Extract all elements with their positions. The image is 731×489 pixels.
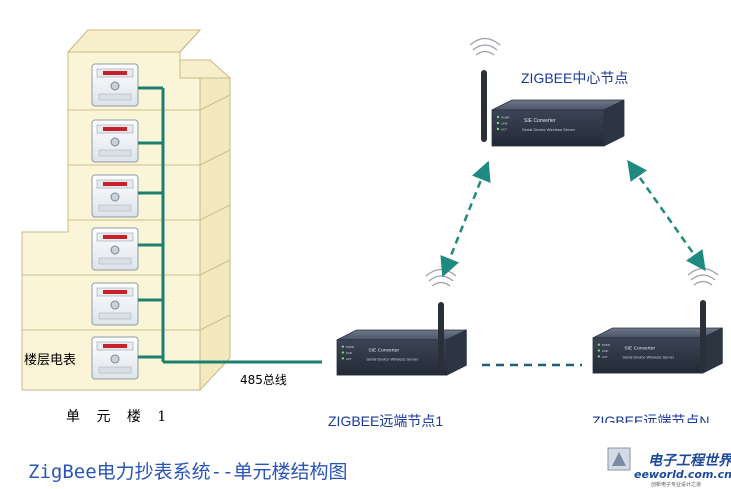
- electric-meter-icon: [91, 174, 139, 218]
- indicator-led-icon: [496, 115, 500, 119]
- bus-label: 485总线: [240, 373, 287, 387]
- meter-column: [91, 63, 139, 380]
- building: [21, 29, 232, 392]
- center-node-label: ZIGBEE中心节点: [521, 70, 629, 86]
- indicator-label: LINK: [346, 351, 353, 355]
- device-subtitle-text: Serial Device Wireless Server: [366, 356, 418, 361]
- indicator-led-icon: [597, 343, 601, 346]
- building-name: 单 元 楼 1: [66, 409, 173, 425]
- indicator-led-icon: [341, 351, 345, 354]
- indicator-led-icon: [597, 349, 601, 352]
- remote-node-1-label: ZIGBEE远端节点1: [328, 413, 444, 429]
- signal-wave-icon: [425, 37, 719, 287]
- remote-node-n-label: ZIGBEE远端节点N: [592, 413, 710, 423]
- indicator-label: ACT: [501, 128, 507, 132]
- logo-text-en: eeworld.com.cn: [634, 468, 731, 481]
- link-center-remoteN: [627, 159, 706, 272]
- indicator-label: PLWR: [346, 345, 354, 349]
- wireless-links: [440, 159, 706, 367]
- logo-text-cn: 电子工程世界: [648, 453, 731, 469]
- bus-wiring: [138, 86, 322, 364]
- electric-meter-icon: [91, 63, 139, 107]
- floor-meter-label: 楼层电表: [24, 353, 77, 368]
- electric-meter-icon: [91, 227, 139, 271]
- device-brand-text: SIE Converter: [524, 118, 556, 124]
- device-brand-text: SIE Converter: [368, 348, 399, 354]
- device-brand-text: SIE Converter: [624, 346, 655, 352]
- link-center-remote1: [440, 160, 491, 278]
- device-subtitle-text: Serial Device Wireless Server: [622, 354, 674, 359]
- indicator-led-icon: [496, 127, 500, 131]
- logo-subtext: 创新电子专业设计之道: [651, 482, 702, 488]
- electric-meter-icon: [91, 336, 139, 380]
- indicator-led-icon: [341, 345, 345, 348]
- indicator-label: LINK: [501, 122, 508, 126]
- electric-meter-icon: [91, 282, 139, 326]
- indicator-label: LINK: [602, 349, 609, 353]
- indicator-label: ACT: [346, 357, 352, 361]
- building-front-face: [21, 51, 201, 391]
- indicator-led-icon: [496, 121, 500, 125]
- diagram-title: ZigBee电力抄表系统--单元楼结构图: [28, 461, 348, 483]
- indicator-led-icon: [597, 355, 601, 358]
- eeworld-logo-icon: [607, 447, 631, 471]
- antenna-center: [481, 70, 487, 142]
- indicator-led-icon: [341, 357, 345, 360]
- antenna-remote1: [438, 302, 444, 374]
- device-subtitle-text: Serial Device Wireless Server: [522, 127, 576, 132]
- indicator-label: PLWR: [602, 343, 610, 347]
- antenna-remoteN: [700, 300, 706, 372]
- electric-meter-icon: [91, 119, 139, 163]
- indicator-label: PLWR: [501, 116, 510, 120]
- indicator-label: ACT: [602, 355, 608, 359]
